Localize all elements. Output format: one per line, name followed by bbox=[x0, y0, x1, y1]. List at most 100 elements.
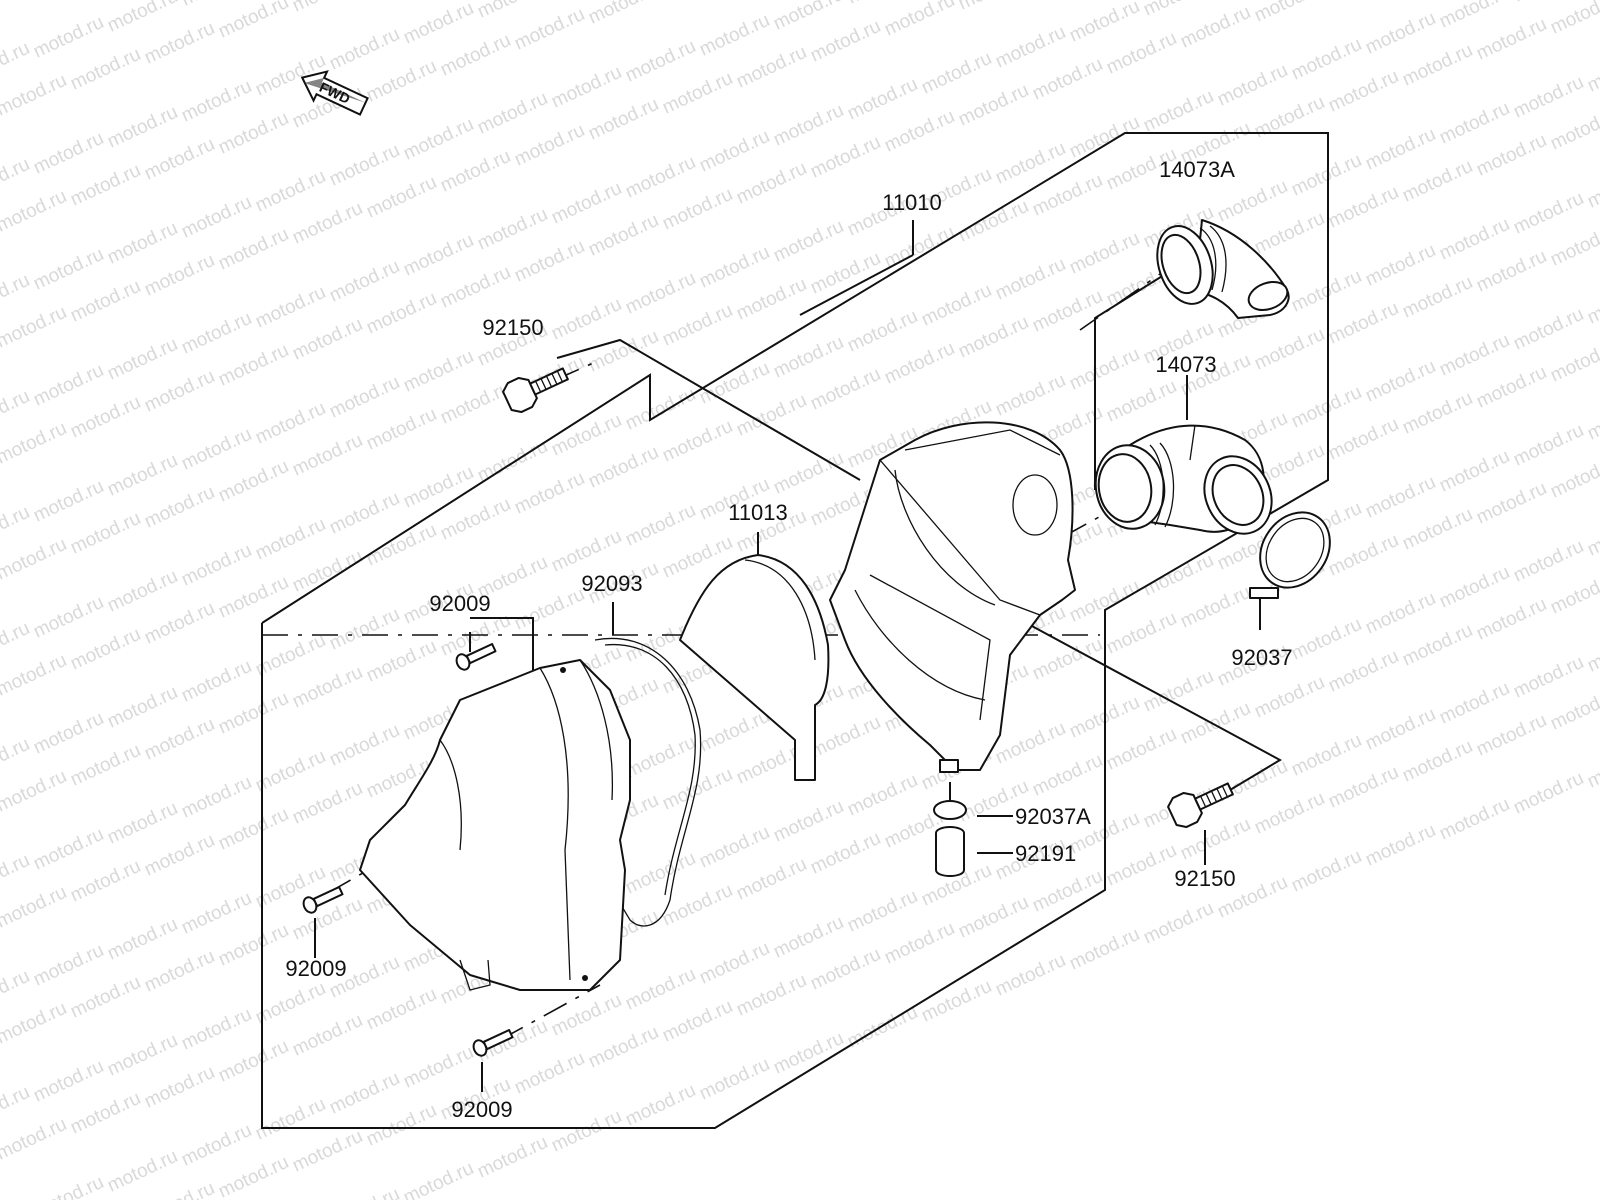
watermark-text: motod.ru bbox=[1473, 594, 1550, 645]
part-92037-clamp bbox=[1249, 511, 1331, 599]
watermark-text: motod.ru bbox=[67, 392, 144, 443]
watermark-text: motod.ru bbox=[1399, 736, 1476, 787]
watermark-text: motod.ru bbox=[326, 24, 403, 75]
watermark-text: motod.ru bbox=[1177, 582, 1254, 633]
watermark-text: motod.ru bbox=[30, 940, 107, 991]
watermark-text: motod.ru bbox=[622, 500, 699, 551]
watermark-text: motod.ru bbox=[622, 1080, 699, 1131]
part-labels: 11010 14073A 14073 92150 11013 92093 920… bbox=[285, 157, 1292, 1122]
watermark-text: motod.ru bbox=[992, 950, 1069, 1001]
watermark-text: motod.ru bbox=[1584, 278, 1600, 329]
watermark-text: motod.ru bbox=[67, 624, 144, 675]
watermark-text: motod.ru bbox=[1140, 550, 1217, 601]
watermark-text: motod.ru bbox=[1140, 0, 1217, 21]
watermark-text: motod.ru bbox=[1140, 86, 1217, 137]
watermark-text: motod.ru bbox=[0, 882, 70, 933]
watermark-text: motod.ru bbox=[252, 630, 329, 681]
watermark-text: motod.ru bbox=[992, 718, 1069, 769]
watermark-text: motod.ru bbox=[30, 12, 107, 63]
label-92009-top: 92009 bbox=[429, 591, 490, 616]
watermark-text: motod.ru bbox=[1547, 0, 1600, 39]
watermark-text: motod.ru bbox=[178, 1004, 255, 1055]
watermark-text: motod.ru bbox=[511, 468, 588, 519]
watermark-text: motod.ru bbox=[67, 276, 144, 327]
watermark-text: motod.ru bbox=[104, 334, 181, 385]
watermark-text: motod.ru bbox=[0, 0, 70, 5]
watermark-text: motod.ru bbox=[511, 584, 588, 635]
watermark-text: motod.ru bbox=[1325, 182, 1402, 233]
watermark-text: motod.ru bbox=[1399, 504, 1476, 555]
watermark-text: motod.ru bbox=[1288, 614, 1365, 665]
watermark-text: motod.ru bbox=[807, 944, 884, 995]
watermark-text: motod.ru bbox=[0, 850, 33, 901]
watermark-text: motod.ru bbox=[104, 1146, 181, 1197]
watermark-text: motod.ru bbox=[104, 798, 181, 849]
watermark-text: motod.ru bbox=[141, 134, 218, 185]
watermark-text: motod.ru bbox=[1066, 344, 1143, 395]
watermark-text: motod.ru bbox=[1399, 388, 1476, 439]
watermark-text: motod.ru bbox=[30, 360, 107, 411]
watermark-text: motod.ru bbox=[733, 390, 810, 441]
watermark-text: motod.ru bbox=[474, 204, 551, 255]
watermark-text: motod.ru bbox=[215, 688, 292, 739]
watermark-text: motod.ru bbox=[0, 70, 70, 121]
watermark-text: motod.ru bbox=[1436, 562, 1513, 613]
watermark-text: motod.ru bbox=[474, 88, 551, 139]
watermark-text: motod.ru bbox=[0, 38, 33, 89]
watermark-text: motod.ru bbox=[1399, 40, 1476, 91]
watermark-text: motod.ru bbox=[659, 68, 736, 119]
watermark-text: motod.ru bbox=[1362, 820, 1439, 871]
watermark-text: motod.ru bbox=[326, 1184, 403, 1200]
watermark-text: motod.ru bbox=[178, 192, 255, 243]
watermark-text: motod.ru bbox=[1547, 104, 1600, 155]
watermark-text: motod.ru bbox=[1362, 472, 1439, 523]
watermark-text: motod.ru bbox=[0, 734, 33, 785]
watermark-text: motod.ru bbox=[548, 526, 625, 577]
watermark-text: motod.ru bbox=[400, 1042, 477, 1093]
part-11013-filter-element bbox=[679, 554, 830, 781]
watermark-text: motod.ru bbox=[1362, 356, 1439, 407]
watermark-text: motod.ru bbox=[67, 160, 144, 211]
watermark-text: motod.ru bbox=[1399, 620, 1476, 671]
watermark-text: motod.ru bbox=[511, 120, 588, 171]
watermark-text: motod.ru bbox=[326, 256, 403, 307]
watermark-text: motod.ru bbox=[326, 488, 403, 539]
watermark-text: motod.ru bbox=[363, 56, 440, 107]
watermark-text: motod.ru bbox=[1288, 846, 1365, 897]
label-92037A: 92037A bbox=[1015, 804, 1091, 829]
watermark-text: motod.ru bbox=[881, 0, 958, 41]
watermark-text: motod.ru bbox=[1103, 840, 1180, 891]
watermark-text: motod.ru bbox=[1288, 382, 1365, 433]
watermark-text: motod.ru bbox=[215, 1152, 292, 1200]
watermark-text: motod.ru bbox=[104, 566, 181, 617]
assembly-outline bbox=[261, 132, 1329, 1129]
watermark-text: motod.ru bbox=[548, 1106, 625, 1157]
part-14073A-elbow-duct bbox=[1156, 219, 1290, 319]
watermark-text: motod.ru bbox=[1251, 0, 1328, 27]
watermark-text: motod.ru bbox=[0, 1082, 33, 1133]
watermark-text: motod.ru bbox=[30, 1172, 107, 1200]
watermark-text: motod.ru bbox=[400, 0, 477, 49]
watermark-text: motod.ru bbox=[585, 442, 662, 493]
watermark-text: motod.ru bbox=[770, 216, 847, 267]
watermark-text: motod.ru bbox=[289, 430, 366, 481]
watermark-text: motod.ru bbox=[1510, 768, 1587, 819]
watermark-text: motod.ru bbox=[659, 184, 736, 235]
watermark-text: motod.ru bbox=[0, 386, 33, 437]
watermark-text: motod.ru bbox=[289, 1010, 366, 1061]
watermark-text: motod.ru bbox=[733, 42, 810, 93]
fwd-arrow-icon: FWD bbox=[300, 70, 369, 116]
watermark-text: motod.ru bbox=[215, 920, 292, 971]
watermark-text: motod.ru bbox=[511, 4, 588, 55]
watermark-text: motod.ru bbox=[400, 346, 477, 397]
watermark-text: motod.ru bbox=[30, 476, 107, 527]
watermark-text: motod.ru bbox=[511, 236, 588, 287]
watermark-text: motod.ru bbox=[0, 966, 33, 1017]
watermark-text: motod.ru bbox=[437, 494, 514, 545]
watermark-text: motod.ru bbox=[141, 1062, 218, 1113]
watermark-text: motod.ru bbox=[1362, 124, 1439, 175]
watermark-text: motod.ru bbox=[1473, 130, 1550, 181]
watermark-text: motod.ru bbox=[696, 10, 773, 61]
watermark-text: motod.ru bbox=[178, 888, 255, 939]
